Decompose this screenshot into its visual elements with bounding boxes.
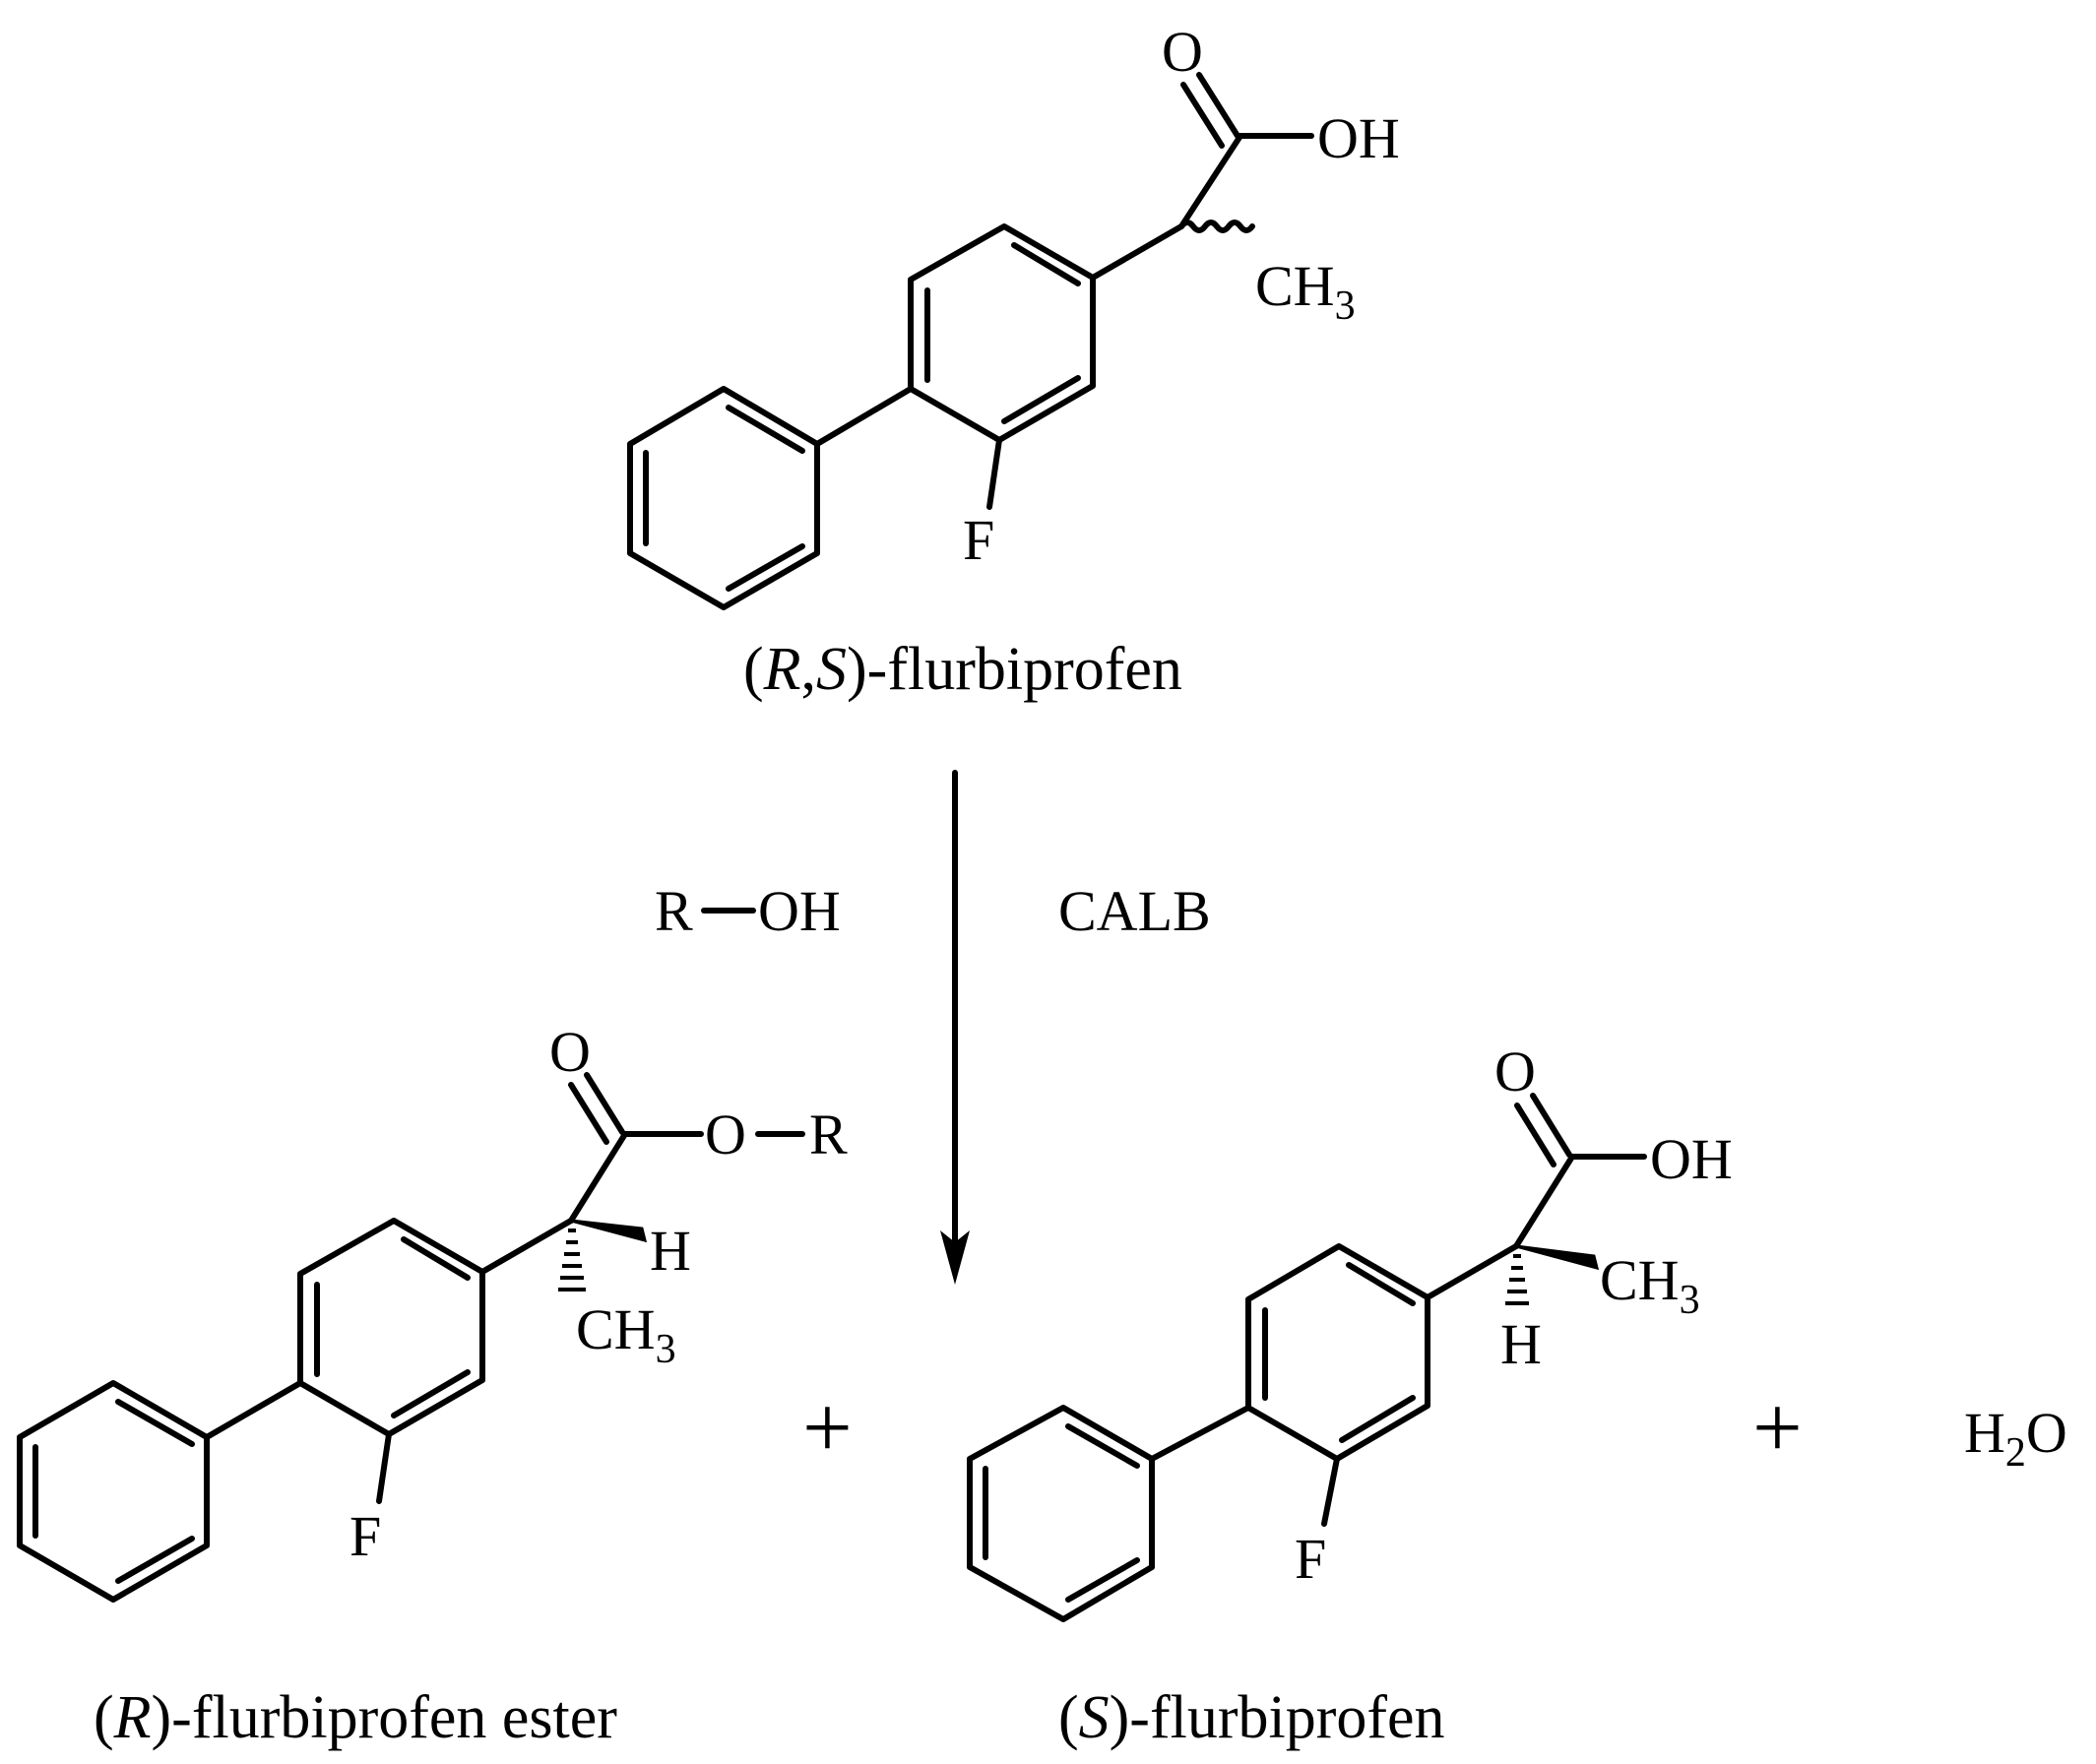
acid-ch-text: CH — [1600, 1248, 1680, 1312]
reagent-r-atom: R — [655, 879, 693, 943]
water-molecule: H2O — [1964, 1401, 2067, 1476]
ester-r-atom: R — [809, 1102, 848, 1166]
reagent-alcohol: R OH — [655, 879, 841, 943]
plus-sign-1: + — [802, 1379, 853, 1477]
acid-co-double-bond-b — [1514, 1102, 1556, 1167]
ester-o-link-atom: O — [705, 1102, 746, 1166]
acid-fluorophenyl-ring — [1245, 1243, 1430, 1462]
reactant-f-atom: F — [963, 508, 994, 572]
reactant-ch3-subscript: 3 — [1335, 284, 1356, 329]
acid-co-double-bond-a — [1530, 1093, 1572, 1158]
ester-biaryl-bond — [204, 1380, 303, 1440]
reactant-name-comma: , — [801, 636, 817, 703]
acid-o-atom: O — [1494, 1040, 1536, 1103]
ester-f-atom: F — [349, 1504, 381, 1568]
reactant-co-double-bond-a — [1196, 72, 1240, 139]
ester-co-double-bond-b — [568, 1082, 609, 1145]
acid-phenyl-ring — [967, 1405, 1155, 1622]
catalyst-label: CALB — [1058, 879, 1211, 943]
ester-co-double-bond-a — [584, 1072, 625, 1135]
reactant-name-stereo-r: R — [763, 636, 801, 703]
acid-carboxyl-bond — [1513, 1154, 1575, 1249]
ester-ch-text: CH — [576, 1297, 656, 1361]
acid-name-suffix: )-flurbiprofen — [1110, 1684, 1445, 1751]
reactant-name-suffix: )-flurbiprofen — [847, 636, 1182, 703]
acid-h-atom: H — [1500, 1312, 1542, 1376]
acid-name: (S)-flurbiprofen — [1058, 1684, 1445, 1751]
ester-name-suffix: )-flurbiprofen ester — [152, 1684, 618, 1751]
acid-f-bond — [1321, 1456, 1340, 1527]
acid-hash-bond — [1505, 1254, 1529, 1305]
water-h-text: H — [1964, 1401, 2005, 1465]
reagent-oh-atom: OH — [758, 879, 841, 943]
ester-chiral-bond — [479, 1218, 574, 1275]
reactant-carboxyl-bond — [1178, 133, 1243, 229]
reactant-oh-atom: OH — [1317, 106, 1400, 170]
ester-ch3-group: CH3 — [576, 1297, 676, 1372]
reactant-name-stereo-s: S — [816, 636, 847, 703]
ester-structure: O O R H CH3 F — [17, 1020, 848, 1603]
acid-ch3-group: CH3 — [1600, 1248, 1700, 1323]
reactant-fluorophenyl-ring — [908, 223, 1096, 443]
reactant-o-atom: O — [1162, 20, 1203, 84]
reactant-wavy-bond — [1178, 220, 1255, 233]
ester-h-atom: H — [650, 1219, 691, 1283]
ester-fluorophenyl-ring — [297, 1218, 485, 1437]
ester-name-stereo: R — [113, 1684, 152, 1751]
reactant-f-bond — [986, 437, 1002, 510]
acid-name-stereo: S — [1079, 1684, 1110, 1751]
ester-phenyl-ring — [17, 1380, 210, 1603]
acid-biaryl-bond — [1149, 1405, 1251, 1462]
reactant-biaryl-bond — [814, 386, 914, 447]
ester-f-bond — [376, 1431, 392, 1504]
acid-structure: O OH CH3 H F — [967, 1040, 1733, 1622]
reactant-phenyl-ring — [627, 386, 820, 610]
ester-name: (R)-flurbiprofen ester — [94, 1684, 617, 1751]
reactant-ch-text: CH — [1255, 254, 1335, 318]
reactant-name: (R,S)-flurbiprofen — [743, 636, 1182, 703]
acid-name-prefix: ( — [1058, 1684, 1079, 1751]
acid-wedge-bond — [1515, 1244, 1600, 1271]
acid-oh-atom: OH — [1650, 1127, 1733, 1191]
reactant-chiral-bond — [1090, 223, 1184, 281]
reactant-structure: O OH CH3 F — [627, 20, 1400, 610]
reactant-ch3-group: CH3 — [1255, 254, 1356, 329]
ester-wedge-bond — [570, 1219, 648, 1243]
water-subscript: 2 — [2005, 1430, 2026, 1476]
reactant-co-double-bond-b — [1180, 82, 1225, 149]
acid-f-atom: F — [1295, 1527, 1326, 1591]
acid-chiral-bond — [1425, 1243, 1519, 1300]
reaction-arrow — [940, 770, 970, 1285]
ester-carbonyl-bond — [568, 1131, 628, 1224]
reactant-name-prefix: ( — [743, 636, 764, 703]
ester-name-prefix: ( — [94, 1684, 114, 1751]
ester-ch3-subscript: 3 — [656, 1327, 676, 1372]
ester-o-atom: O — [549, 1020, 591, 1084]
water-o-text: O — [2026, 1401, 2067, 1465]
acid-ch3-subscript: 3 — [1680, 1278, 1700, 1323]
ester-hash-bond — [558, 1228, 586, 1292]
plus-sign-2: + — [1752, 1379, 1803, 1477]
